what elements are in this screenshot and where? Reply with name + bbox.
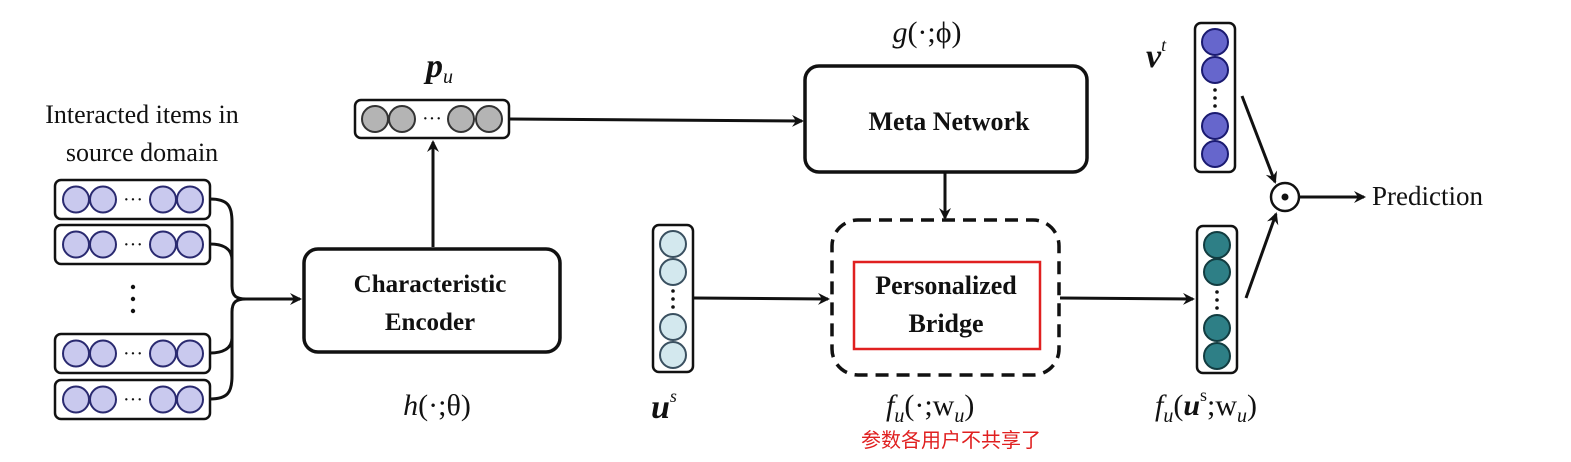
vertical-ellipsis (130, 284, 136, 314)
encoder-title-line1: Characteristic (354, 271, 507, 298)
bridge-title-line1: Personalized (875, 271, 1017, 300)
bridge-note: 参数各用户不共享了 (861, 428, 1041, 452)
pu-vector: ··· (353, 98, 511, 140)
bridge-function-label: fu(·;wu) (886, 389, 974, 427)
us-vector (651, 223, 695, 374)
meta-network-title: Meta Network (869, 107, 1031, 136)
source-items-label-line1: Interacted items in (45, 100, 238, 129)
bridge-title-line2: Bridge (908, 309, 983, 338)
source-item-row: ··· (53, 332, 212, 375)
output-vector (1195, 224, 1239, 375)
dot-product-center (1281, 193, 1289, 201)
svg-text:···: ··· (123, 234, 143, 256)
svg-text:···: ··· (123, 389, 143, 411)
svg-text:···: ··· (422, 108, 442, 130)
vt-vector (1193, 21, 1237, 174)
output-function-label: fu(us;wu) (1155, 385, 1257, 427)
arrow-pu-to-meta (509, 114, 804, 127)
source-items-label-line2: source domain (66, 138, 218, 167)
merge-brace (209, 197, 247, 401)
arrow-bridge-to-output (1059, 292, 1195, 305)
source-item-row: ··· (53, 223, 212, 266)
arrow-us-to-bridge (693, 292, 830, 305)
encoder-title-line2: Encoder (385, 309, 475, 336)
pu-label: pu (423, 48, 453, 88)
svg-text:···: ··· (123, 343, 143, 365)
source-item-row: ··· (53, 378, 212, 421)
meta-function-label: g(·;ϕ) (892, 16, 961, 49)
arrow-output-to-dot (1244, 212, 1279, 299)
encoder-function-label: h(·;θ) (403, 389, 471, 422)
prediction-label: Prediction (1372, 181, 1483, 211)
vt-label: vt (1146, 35, 1167, 75)
us-label: us (651, 386, 677, 426)
characteristic-encoder-box (302, 247, 562, 354)
arrow-vt-to-dot (1240, 95, 1278, 184)
svg-text:···: ··· (123, 189, 143, 211)
personalized-bridge-box (830, 218, 1061, 377)
bridge-highlight-box (852, 260, 1042, 351)
source-item-row: ··· (53, 178, 212, 221)
